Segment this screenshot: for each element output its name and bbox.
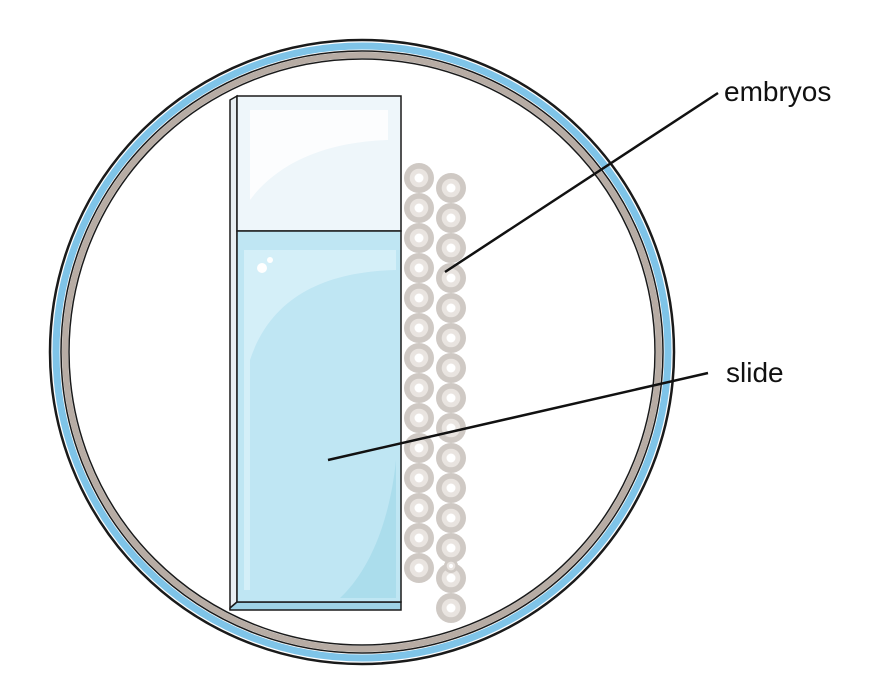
dish-blue-rim: [52, 42, 672, 662]
slide-frosted-highlight: [250, 110, 388, 200]
embryo-cluster: [404, 163, 466, 623]
slide-leader-line: [327, 371, 709, 462]
embryo: [436, 563, 466, 593]
embryo: [436, 233, 466, 263]
embryo: [436, 473, 466, 503]
embryo: [404, 553, 434, 583]
glass-slide: [229, 94, 402, 611]
embryo: [436, 353, 466, 383]
embryo: [436, 323, 466, 353]
slide-bubble-large: [257, 263, 267, 273]
dish-inner-wall: [62, 52, 662, 652]
embryo: [436, 413, 466, 443]
dish-blue-rim-edge: [60, 50, 664, 654]
embryo: [436, 443, 466, 473]
slide-bubble-small: [267, 257, 273, 263]
embryo: [436, 593, 466, 623]
slide-side-bevel: [229, 94, 238, 610]
embryo: [404, 193, 434, 223]
embryo: [404, 163, 434, 193]
embryo: [444, 559, 458, 573]
embryo: [404, 283, 434, 313]
embryo: [404, 253, 434, 283]
slide-liquid-shadow: [340, 460, 396, 598]
embryo: [404, 403, 434, 433]
embryo: [404, 373, 434, 403]
embryos-label: embryos: [724, 76, 831, 107]
embryo: [436, 173, 466, 203]
embryo: [404, 313, 434, 343]
embryo: [404, 493, 434, 523]
embryo: [404, 343, 434, 373]
embryo: [436, 203, 466, 233]
embryo: [436, 383, 466, 413]
slide-label: slide: [726, 357, 784, 388]
embryo: [404, 523, 434, 553]
embryo: [436, 293, 466, 323]
embryo: [436, 533, 466, 563]
embryo: [436, 503, 466, 533]
embryos-leader-line: [444, 91, 719, 274]
slide-liquid-highlight: [244, 250, 396, 590]
embryo: [404, 463, 434, 493]
embryo: [436, 263, 466, 293]
embryo: [404, 223, 434, 253]
slide-bottom-bevel: [229, 601, 402, 611]
